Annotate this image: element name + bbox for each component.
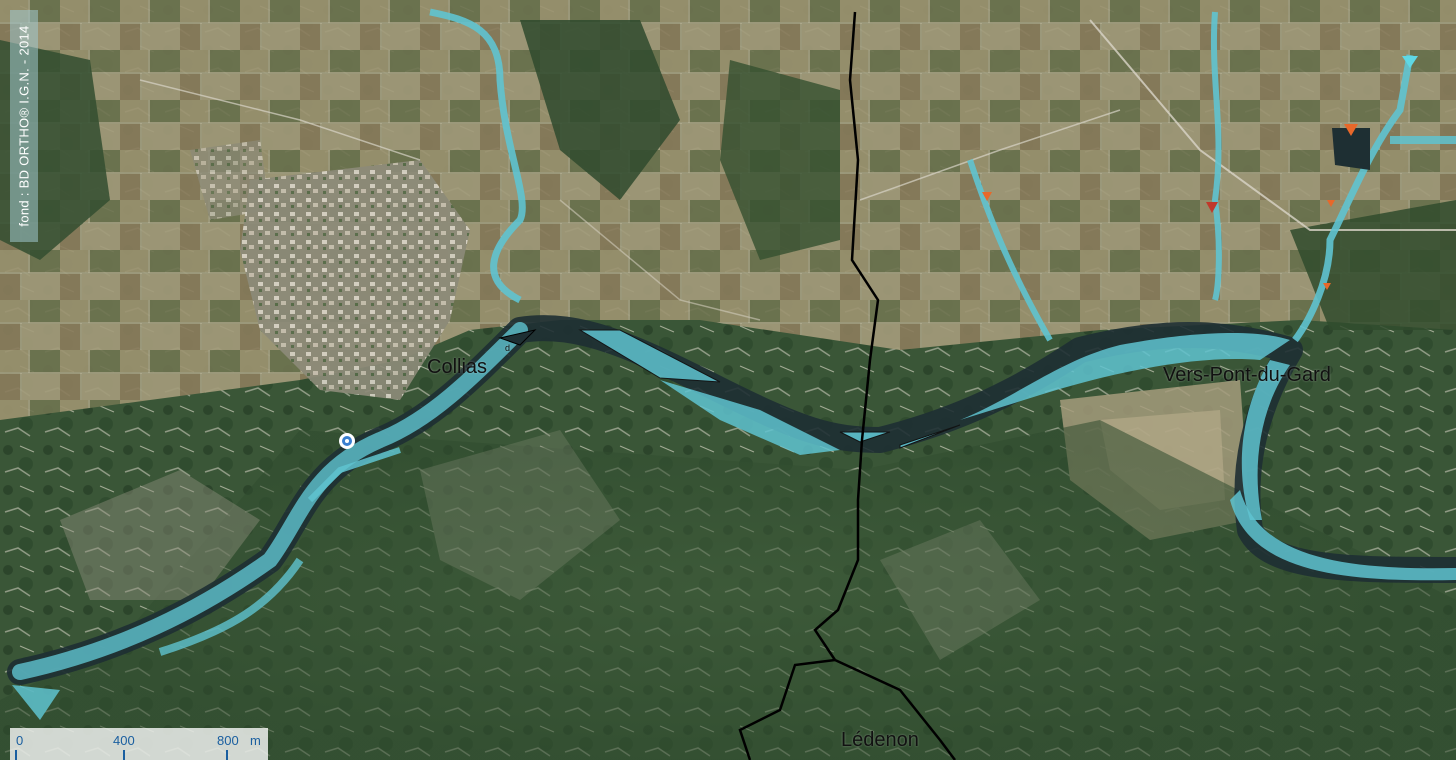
- orange-triangle-marker-icon-2[interactable]: [1344, 124, 1358, 136]
- scale-unit: m: [250, 733, 261, 748]
- commune-boundary-line-south: [738, 658, 836, 760]
- scale-tick-mark-800: [226, 750, 228, 760]
- imagery-credit: fond : BD ORTHO® I.G.N. - 2014: [10, 10, 38, 242]
- location-pin-icon[interactable]: [339, 433, 355, 449]
- red-triangle-marker-icon[interactable]: [1206, 202, 1218, 213]
- orange-triangle-marker-icon[interactable]: [982, 192, 992, 201]
- scale-bar: 0 400 800 m: [10, 728, 268, 760]
- place-label-collias: Collias: [427, 356, 488, 378]
- cyan-triangle-marker-icon[interactable]: [1402, 56, 1418, 68]
- place-label-vers-pont-du-gard: Vers-Pont-du-Gard: [1163, 364, 1331, 386]
- scale-tick-400: 400: [113, 733, 135, 748]
- commune-boundary-line-east: [834, 658, 956, 760]
- scale-tick-800: 800: [217, 733, 239, 748]
- scale-tick-mark-400: [123, 750, 125, 760]
- small-marker-label: d: [505, 343, 511, 353]
- commune-boundary-line: [813, 11, 880, 661]
- scale-tick-0: 0: [16, 733, 24, 748]
- orange-triangle-marker-icon-4[interactable]: [1323, 283, 1331, 290]
- scale-tick-mark-0: [15, 750, 17, 760]
- orange-triangle-marker-icon-3[interactable]: [1327, 200, 1335, 207]
- place-label-ledenon: Lédenon: [841, 729, 919, 751]
- credit-text: fond : BD ORTHO® I.G.N. - 2014: [16, 25, 32, 227]
